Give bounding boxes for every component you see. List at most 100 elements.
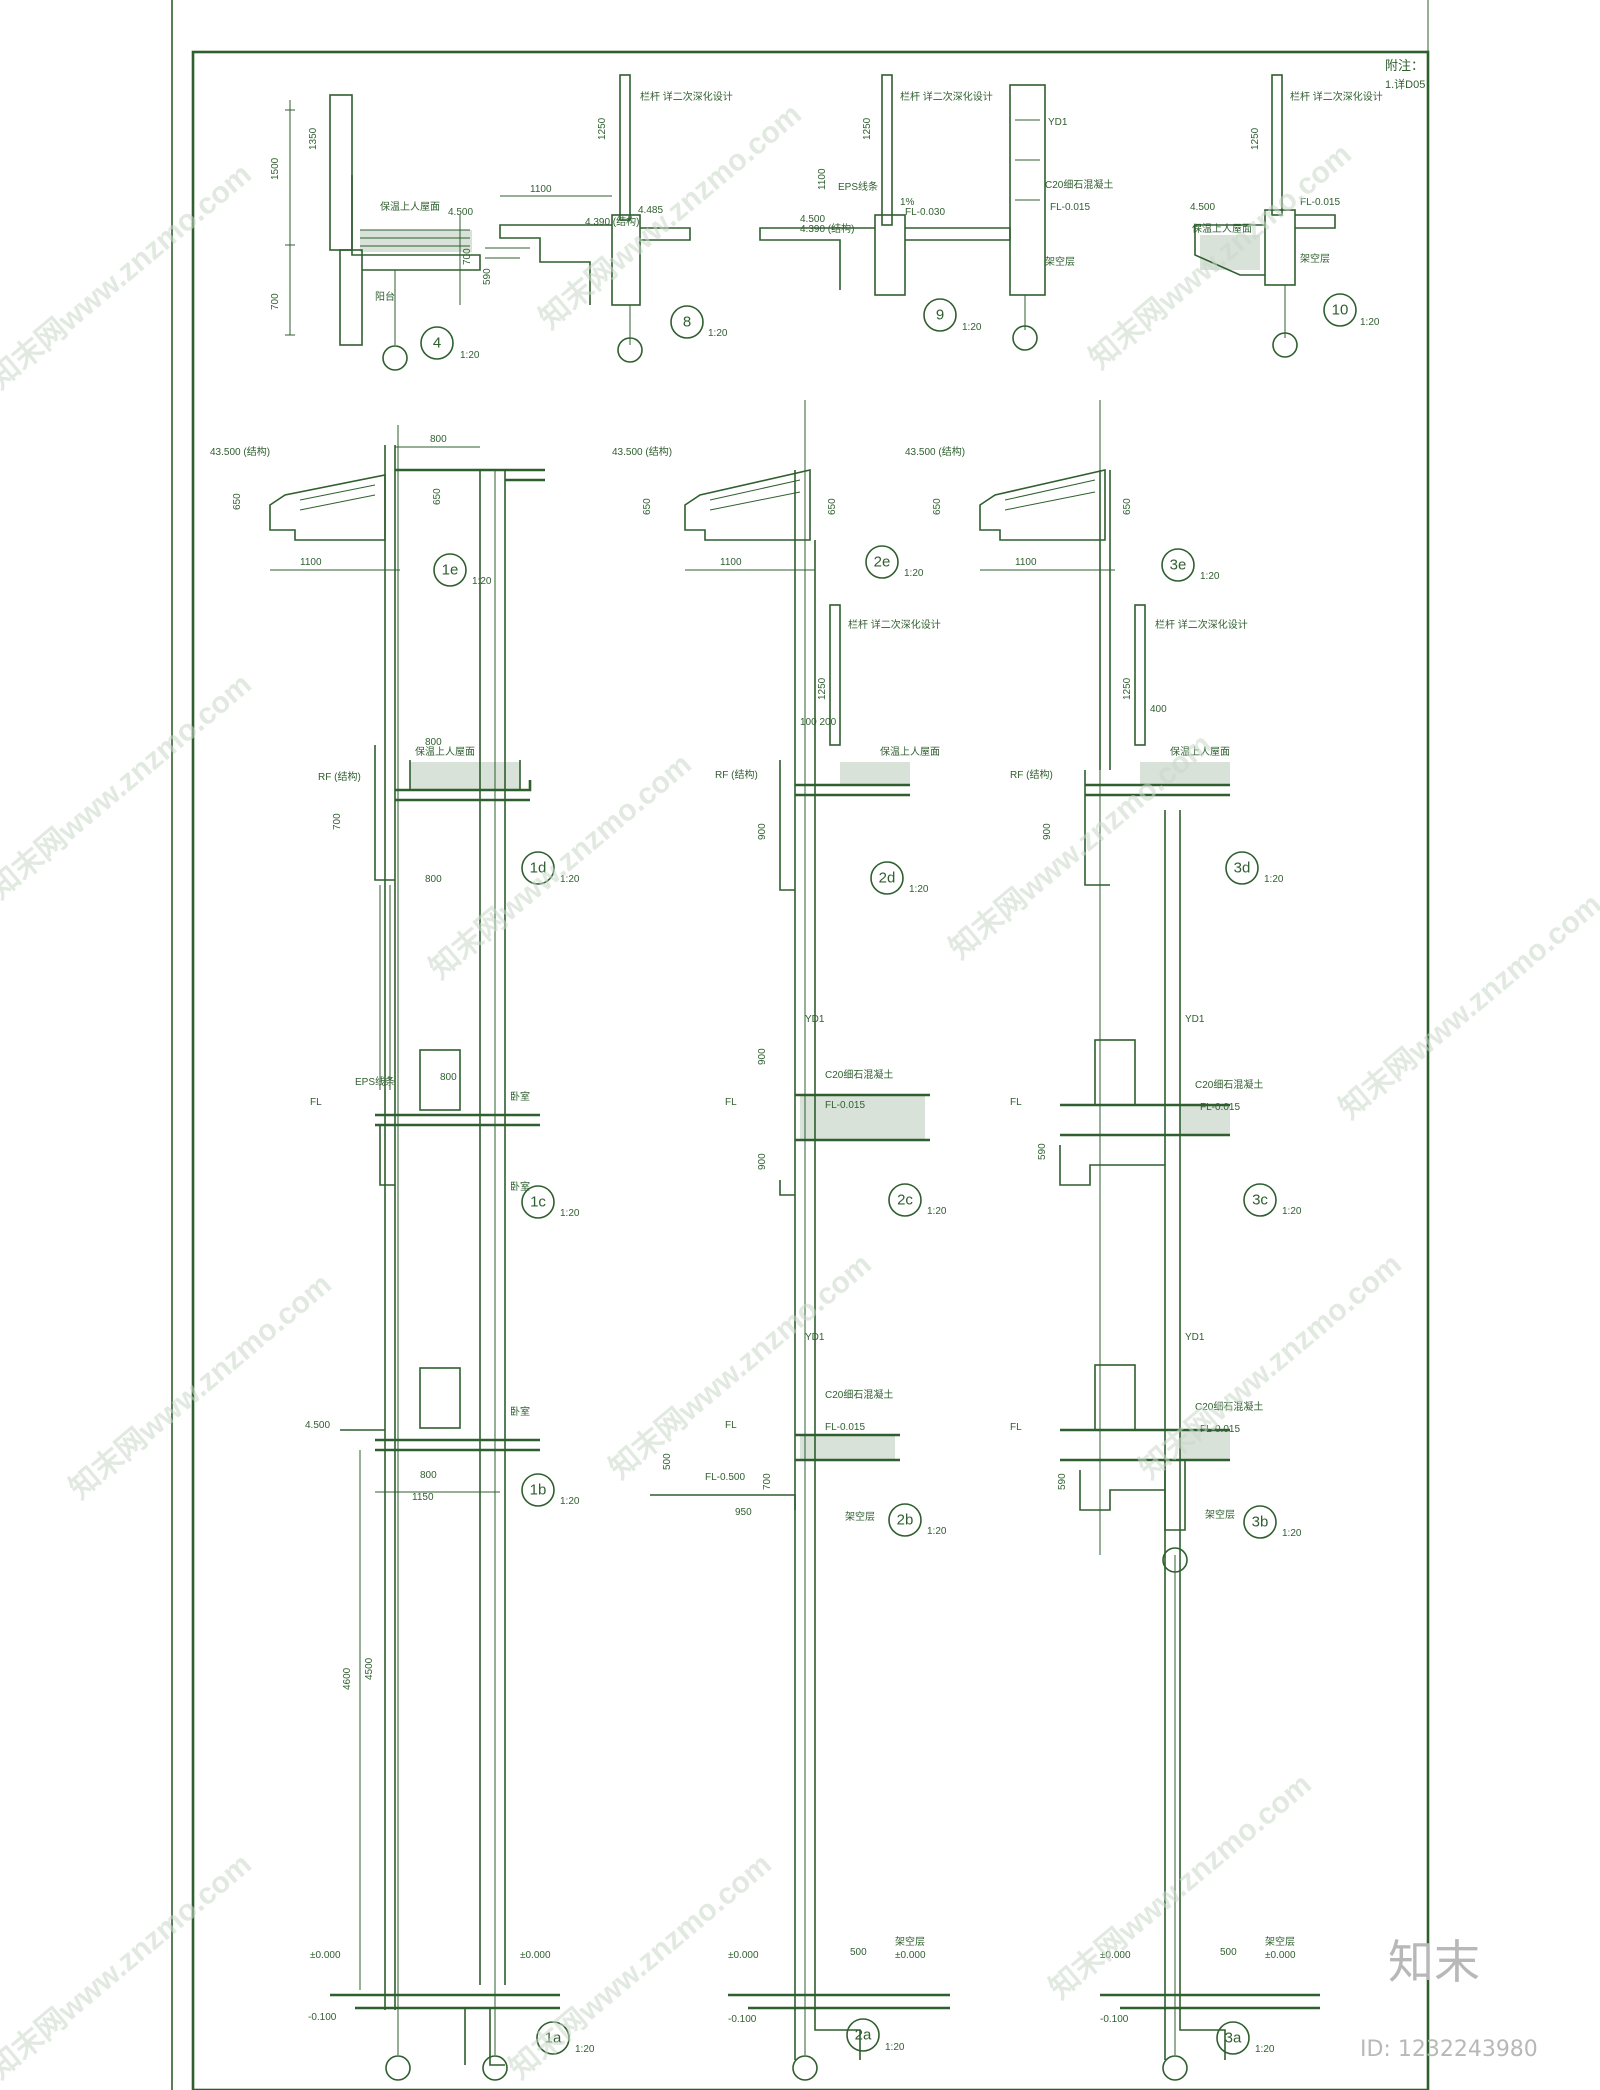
svg-text:保温上人屋面: 保温上人屋面 bbox=[880, 745, 940, 758]
svg-text:4.500: 4.500 bbox=[448, 207, 473, 218]
svg-text:650: 650 bbox=[1122, 498, 1133, 515]
svg-text:EPS线条: EPS线条 bbox=[355, 1075, 395, 1088]
svg-text:4.500: 4.500 bbox=[800, 214, 825, 225]
svg-text:±0.000: ±0.000 bbox=[1265, 1950, 1296, 1961]
section-column-2: 1100 43.500 (结构) 650 650 2e 1:20 栏杆 详二次深… bbox=[612, 400, 950, 2081]
svg-text:1:20: 1:20 bbox=[560, 1208, 580, 1219]
svg-text:C20细石混凝土: C20细石混凝土 bbox=[825, 1388, 893, 1401]
svg-text:700: 700 bbox=[762, 1473, 773, 1490]
svg-text:架空层: 架空层 bbox=[895, 1935, 925, 1948]
svg-text:YD1: YD1 bbox=[1185, 1014, 1205, 1025]
svg-text:1:20: 1:20 bbox=[1282, 1528, 1302, 1539]
svg-text:700: 700 bbox=[462, 248, 473, 265]
svg-text:±0.000: ±0.000 bbox=[1100, 1950, 1131, 1961]
svg-text:栏杆 详二次深化设计: 栏杆 详二次深化设计 bbox=[1155, 618, 1248, 631]
svg-text:-0.100: -0.100 bbox=[1100, 2014, 1129, 2025]
watermark-8: 知末网www.znzmo.com bbox=[63, 1268, 337, 1506]
svg-text:栏杆 详二次深化设计: 栏杆 详二次深化设计 bbox=[900, 90, 993, 103]
svg-text:2c: 2c bbox=[897, 1192, 913, 1209]
svg-text:±0.000: ±0.000 bbox=[520, 1950, 551, 1961]
svg-text:±0.000: ±0.000 bbox=[895, 1950, 926, 1961]
note-line: 1.详D05 bbox=[1385, 77, 1425, 91]
svg-text:栏杆 详二次深化设计: 栏杆 详二次深化设计 bbox=[1290, 90, 1383, 103]
svg-text:1100: 1100 bbox=[530, 184, 552, 195]
svg-text:FL-0.015: FL-0.015 bbox=[1200, 1424, 1240, 1435]
svg-text:C20细石混凝土: C20细石混凝土 bbox=[1195, 1400, 1263, 1413]
svg-text:YD1: YD1 bbox=[1048, 117, 1068, 128]
svg-text:1100: 1100 bbox=[817, 168, 828, 190]
svg-text:1100: 1100 bbox=[720, 557, 742, 568]
svg-text:1:20: 1:20 bbox=[472, 576, 492, 587]
watermark-4: 知末网www.znzmo.com bbox=[0, 668, 258, 906]
watermark-12: 知末网www.znzmo.com bbox=[503, 1848, 777, 2086]
svg-text:1%: 1% bbox=[900, 197, 915, 208]
svg-text:800: 800 bbox=[425, 737, 442, 748]
svg-text:500: 500 bbox=[1220, 1947, 1237, 1958]
section-column-3: 1100 43.500 (结构) 650 650 3e 1:20 栏杆 详二次深… bbox=[905, 400, 1320, 2081]
svg-text:1:20: 1:20 bbox=[560, 874, 580, 885]
svg-text:-0.100: -0.100 bbox=[308, 2012, 337, 2023]
svg-text:800: 800 bbox=[430, 434, 447, 445]
svg-text:590: 590 bbox=[482, 268, 493, 285]
svg-text:RF (结构): RF (结构) bbox=[1010, 768, 1053, 781]
svg-text:FL-0.015: FL-0.015 bbox=[1050, 202, 1090, 213]
svg-text:架空层: 架空层 bbox=[845, 1510, 875, 1523]
watermark-6: 知末网www.znzmo.com bbox=[943, 728, 1217, 966]
svg-text:4.390 (结构): 4.390 (结构) bbox=[585, 215, 639, 228]
svg-text:1c: 1c bbox=[530, 1194, 546, 1211]
svg-text:1:20: 1:20 bbox=[885, 2042, 905, 2053]
svg-text:卧室: 卧室 bbox=[510, 1090, 530, 1103]
svg-text:3b: 3b bbox=[1252, 1514, 1269, 1531]
svg-text:650: 650 bbox=[642, 498, 653, 515]
svg-text:1a: 1a bbox=[545, 2030, 562, 2047]
svg-text:C20细石混凝土: C20细石混凝土 bbox=[825, 1068, 893, 1081]
svg-text:FL: FL bbox=[1010, 1422, 1022, 1433]
svg-text:43.500 (结构): 43.500 (结构) bbox=[612, 445, 672, 458]
watermark-7: 知末网www.znzmo.com bbox=[1333, 888, 1600, 1126]
svg-text:±0.000: ±0.000 bbox=[728, 1950, 759, 1961]
svg-text:590: 590 bbox=[1037, 1143, 1048, 1160]
svg-text:1:20: 1:20 bbox=[1200, 571, 1220, 582]
svg-text:1350: 1350 bbox=[308, 127, 319, 150]
watermark-11: 知末网www.znzmo.com bbox=[0, 1848, 258, 2086]
svg-text:1:20: 1:20 bbox=[1360, 317, 1380, 328]
svg-text:1100: 1100 bbox=[1015, 557, 1037, 568]
svg-text:1250: 1250 bbox=[817, 677, 828, 700]
svg-text:3d: 3d bbox=[1234, 860, 1251, 877]
svg-text:保温上人屋面: 保温上人屋面 bbox=[1170, 745, 1230, 758]
svg-text:2e: 2e bbox=[874, 554, 891, 571]
svg-text:900: 900 bbox=[757, 1048, 768, 1065]
svg-text:800: 800 bbox=[440, 1072, 457, 1083]
watermark-10: 知末网www.znzmo.com bbox=[1133, 1248, 1407, 1486]
svg-text:1250: 1250 bbox=[862, 117, 873, 140]
svg-text:±0.000: ±0.000 bbox=[310, 1950, 341, 1961]
svg-text:4.500: 4.500 bbox=[305, 1420, 330, 1431]
svg-text:500: 500 bbox=[662, 1453, 673, 1470]
svg-text:800: 800 bbox=[425, 874, 442, 885]
svg-text:FL-0.030: FL-0.030 bbox=[905, 207, 945, 218]
svg-text:3a: 3a bbox=[1225, 2030, 1242, 2047]
svg-text:架空层: 架空层 bbox=[1300, 252, 1330, 265]
svg-text:FL-0.015: FL-0.015 bbox=[825, 1100, 865, 1111]
svg-text:1d: 1d bbox=[530, 860, 547, 877]
svg-text:1e: 1e bbox=[442, 562, 459, 579]
svg-text:FL: FL bbox=[310, 1097, 322, 1108]
svg-text:C20细石混凝土: C20细石混凝土 bbox=[1195, 1078, 1263, 1091]
svg-text:EPS线条: EPS线条 bbox=[838, 180, 878, 193]
svg-text:8: 8 bbox=[683, 314, 691, 331]
note-title: 附注： bbox=[1385, 58, 1424, 73]
svg-text:卧室: 卧室 bbox=[510, 1180, 530, 1193]
svg-text:保温上人屋面: 保温上人屋面 bbox=[1192, 222, 1252, 235]
svg-text:650: 650 bbox=[432, 488, 443, 505]
detail-10: 栏杆 详二次深化设计 4.500 FL-0.015 保温上人屋面 架空层 125… bbox=[1190, 74, 1383, 358]
svg-text:1:20: 1:20 bbox=[927, 1206, 947, 1217]
svg-text:FL-0.015: FL-0.015 bbox=[1300, 197, 1340, 208]
svg-text:1100: 1100 bbox=[300, 557, 322, 568]
image-id: ID: 1232243980 bbox=[1360, 2037, 1538, 2062]
svg-text:1150: 1150 bbox=[412, 1492, 434, 1503]
watermark-2: 知末网www.znzmo.com bbox=[533, 98, 807, 336]
svg-text:1:20: 1:20 bbox=[460, 350, 480, 361]
svg-text:C20细石混凝土: C20细石混凝土 bbox=[1045, 178, 1113, 191]
svg-text:YD1: YD1 bbox=[1185, 1332, 1205, 1343]
